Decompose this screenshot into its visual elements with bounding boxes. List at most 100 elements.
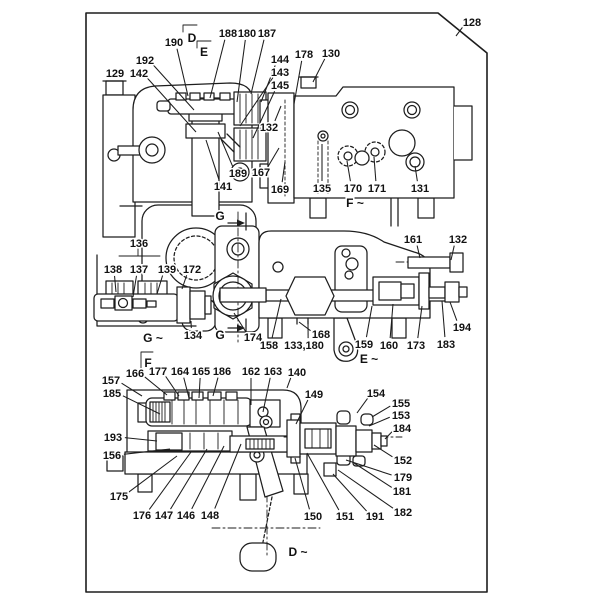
part-callout-141: 141 (214, 181, 232, 193)
leader-140 (286, 377, 292, 389)
leader-157 (121, 382, 143, 397)
part-callout-186: 186 (213, 366, 231, 378)
leader-174 (233, 312, 247, 332)
leader-130 (312, 58, 326, 83)
part-callout-151: 151 (336, 511, 354, 523)
part-callout-166: 166 (126, 368, 144, 380)
part-callout-187: 187 (258, 28, 276, 40)
bottom-assembly-drawing (106, 389, 403, 572)
part-callout-159: 159 (355, 339, 373, 351)
leader-168 (298, 321, 311, 332)
leader-142 (146, 77, 197, 133)
leader-192 (152, 64, 195, 111)
part-callout-130: 130 (322, 48, 340, 60)
leader-169 (281, 161, 286, 183)
leader-193 (124, 437, 158, 442)
leader-178 (293, 60, 303, 105)
leader-156 (123, 448, 171, 455)
part-callout-157: 157 (102, 375, 120, 387)
leader-171 (373, 156, 377, 182)
part-callout-162: 162 (242, 366, 260, 378)
part-callout-173: 173 (407, 340, 425, 352)
part-callout-183: 183 (437, 339, 455, 351)
part-callout-179: 179 (394, 472, 412, 484)
part-callout-190: 190 (165, 37, 183, 49)
leader-182 (337, 469, 394, 509)
leader-173 (417, 305, 423, 339)
part-callout-134: 134 (184, 330, 203, 342)
part-callout-170: 170 (344, 183, 362, 195)
section-mark-D: D (188, 31, 197, 45)
part-callout-149: 149 (305, 389, 323, 401)
part-callout-176: 176 (133, 510, 151, 522)
leader-150 (294, 457, 310, 510)
part-callout-177: 177 (149, 366, 167, 378)
leader-179 (345, 459, 392, 476)
part-callout-136: 136 (130, 238, 148, 250)
part-callout-189: 189 (229, 168, 247, 180)
leader-190 (176, 48, 189, 97)
leader-131 (414, 165, 418, 182)
part-callout-191: 191 (366, 511, 384, 523)
leader-155 (371, 405, 391, 418)
part-callout-180: 180 (238, 28, 256, 40)
section-mark-F: F (144, 356, 151, 370)
part-callout-129: 129 (106, 68, 124, 80)
part-callout-153: 153 (392, 410, 410, 422)
leader-132 (274, 105, 282, 122)
leader-159 (365, 305, 373, 338)
leader-149 (295, 399, 309, 425)
leader-146 (191, 445, 225, 510)
part-callout-140: 140 (288, 367, 306, 379)
part-callout-138: 138 (104, 264, 122, 276)
part-callout-172: 172 (183, 264, 201, 276)
drawing-border (85, 12, 488, 593)
leader-165 (198, 377, 201, 399)
section-mark-brackets (140, 24, 212, 370)
leader-177 (165, 376, 180, 397)
leader-148 (214, 443, 242, 509)
part-callout-132: 132 (260, 122, 278, 134)
leader-172 (181, 275, 188, 290)
leader-181 (353, 462, 393, 488)
section-mark-E: E (200, 45, 208, 59)
part-callout-165: 165 (192, 366, 210, 378)
part-callout-174: 174 (244, 332, 263, 344)
part-callout-150: 150 (304, 511, 322, 523)
leader-132 (450, 245, 455, 261)
part-callout-137: 137 (130, 264, 148, 276)
section-mark-G: G ~ (143, 331, 163, 345)
leader-170 (346, 160, 351, 182)
leader-185 (122, 395, 161, 415)
part-callout-184: 184 (393, 423, 412, 435)
leader-128 (455, 26, 464, 37)
part-callout-164: 164 (171, 366, 190, 378)
leader-187 (250, 39, 265, 95)
leader-151 (306, 452, 340, 511)
section-mark-D: D ~ (288, 545, 307, 559)
part-callout-135: 135 (313, 183, 331, 195)
part-callout-155: 155 (392, 398, 410, 410)
part-callout-169: 169 (271, 184, 289, 196)
leader-191 (332, 473, 367, 512)
leader-139 (156, 275, 164, 295)
leader-183 (441, 300, 446, 338)
leader-163 (262, 377, 271, 413)
part-callout-144: 144 (271, 54, 290, 66)
section-mark-E: E ~ (360, 352, 378, 366)
leader-141 (205, 139, 220, 180)
part-callout-161: 161 (404, 234, 422, 246)
part-callout-139: 139 (158, 264, 176, 276)
part-callout-145: 145 (271, 80, 289, 92)
part-callout-194: 194 (453, 322, 472, 334)
leader-194 (449, 301, 458, 321)
leader-175 (128, 455, 178, 493)
part-callout-192: 192 (136, 55, 154, 67)
part-callout-175: 175 (110, 491, 128, 503)
leader-138 (114, 275, 117, 293)
leader-152 (373, 444, 393, 458)
leader-144 (260, 65, 276, 103)
part-callout-128: 128 (463, 17, 481, 29)
